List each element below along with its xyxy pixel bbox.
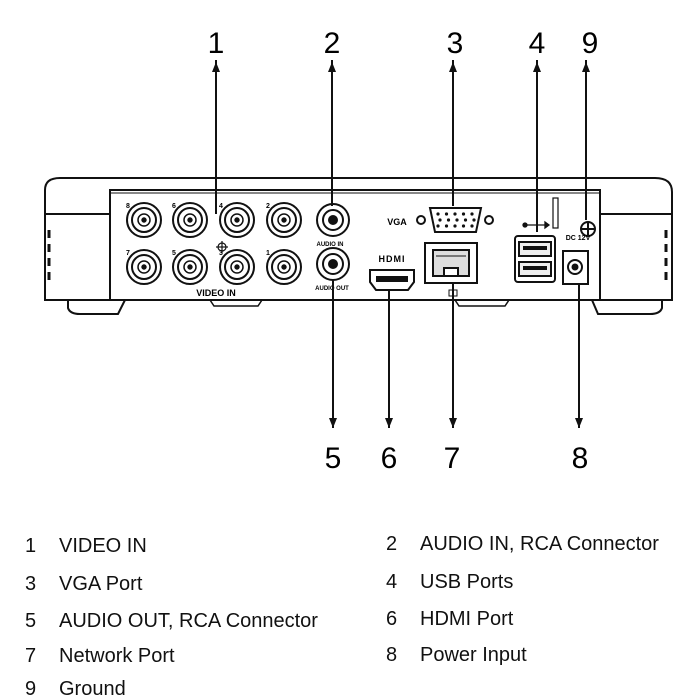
power-input [562,250,589,285]
legend-item-4: 4 USB Ports [386,571,513,593]
network-small-icon [448,289,458,297]
vga-pin [455,218,459,222]
bnc-number: 1 [266,250,270,257]
legend-item-6: 6 HDMI Port [386,608,513,630]
legend-num: 1 [25,535,37,557]
bnc-number: 5 [172,250,176,257]
callout-9: 9 [582,27,599,60]
bnc-connector [266,202,302,238]
callout-arrows [215,60,587,428]
vga-pin [463,218,468,222]
legend-text: Power Input [420,644,527,666]
usb-icon [522,220,551,230]
bnc-connector [126,249,162,285]
vga-pin [470,212,474,216]
legend-num: 4 [386,571,398,593]
legend-item-9: 9 Ground [25,678,126,700]
ground-mark-small [216,241,228,253]
callout-5: 5 [325,442,342,475]
hdmi-label: HDMI [379,254,406,264]
legend-item-8: 8 Power Input [386,644,527,666]
usb-ports [514,235,556,283]
dc-label: DC 12V [566,235,591,242]
bnc-connector [172,249,208,285]
audio-out-rca [316,247,350,281]
legend-text: USB Ports [420,571,514,593]
video-in-bnc-group: 8 6 4 2 7 5 3 1 [126,202,302,285]
vga-pin [436,224,440,228]
vga-pin [444,212,449,216]
bnc-number: 3 [219,250,223,257]
legend-text: VIDEO IN [59,535,147,557]
vga-pin [472,218,476,222]
vga-pin [453,224,457,228]
bnc-number: 4 [219,203,223,210]
callout-3: 3 [447,27,464,60]
callout-1: 1 [208,27,225,60]
callout-6: 6 [381,442,398,475]
vga-label: VGA [387,217,407,227]
bnc-connector [219,249,255,285]
vga-pin [438,218,442,222]
legend-num: 9 [25,678,37,700]
callout-7: 7 [444,442,461,475]
network-port [424,242,478,284]
callout-4: 4 [529,27,546,60]
legend-item-5: 5 AUDIO OUT, RCA Connector [25,610,318,632]
legend-text: Ground [59,678,126,700]
vga-pin [470,224,474,228]
arrow-heads [212,62,590,428]
callout-2: 2 [324,27,341,60]
legend-item-1: 1 VIDEO IN [25,535,147,557]
legend-item-2: 2 AUDIO IN, RCA Connector [386,533,659,555]
usb-slot-marker [552,197,559,229]
legend-text: AUDIO OUT, RCA Connector [59,610,318,632]
bnc-number: 8 [126,203,130,210]
legend-num: 8 [386,644,398,666]
rear-panel-diagram: 1 2 3 4 9 5 6 7 8 8 6 4 2 7 5 3 1 VIDEO IN AUDI… [44,27,673,475]
legend-text: VGA Port [59,573,143,595]
vga-pin [436,212,440,216]
legend-text: Network Port [59,645,175,667]
video-in-label: VIDEO IN [196,288,236,298]
bnc-number: 2 [266,203,270,210]
bnc-connector [219,202,255,238]
vga-pin [461,212,466,216]
bnc-connector [172,202,208,238]
legend-num: 6 [386,608,398,630]
legend-num: 3 [25,573,37,595]
ground-terminal [580,221,596,237]
vga-pin [444,224,449,228]
bnc-number: 6 [172,203,176,210]
legend-num: 5 [25,610,37,632]
bnc-number: 7 [126,250,130,257]
audio-in-label: AUDIO IN [317,242,344,248]
bnc-connector [126,202,162,238]
callout-8: 8 [572,442,589,475]
legend-item-3: 3 VGA Port [25,573,142,595]
legend-num: 2 [386,533,398,555]
hdmi-port [369,269,415,291]
legend-item-7: 7 Network Port [25,645,175,667]
legend-num: 7 [25,645,37,667]
vga-port [416,207,494,233]
bnc-connector [266,249,302,285]
vga-pin [453,212,457,216]
vga-pin [461,224,466,228]
legend-text: AUDIO IN, RCA Connector [420,533,659,555]
legend-text: HDMI Port [420,608,514,630]
vga-pin [446,218,451,222]
